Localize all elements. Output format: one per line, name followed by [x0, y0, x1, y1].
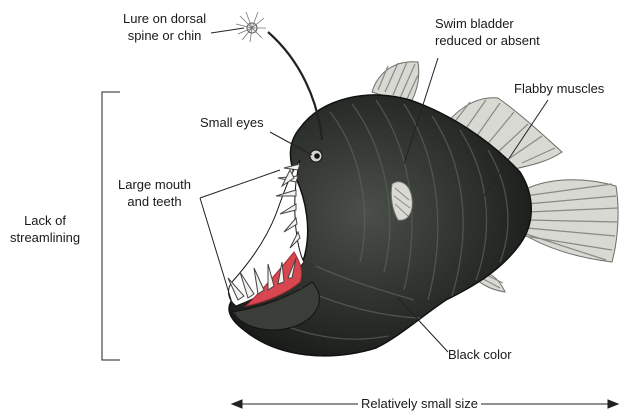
swim-bladder-label-line-1: Swim bladder [435, 15, 540, 32]
large-mouth-label: Large mouth and teeth [118, 176, 191, 210]
small-eyes-label: Small eyes [200, 114, 264, 131]
swim-bladder-label: Swim bladder reduced or absent [435, 15, 540, 49]
black-color-text: Black color [448, 346, 512, 363]
streamlining-label-line-2: streamlining [10, 229, 80, 246]
eye [310, 150, 322, 162]
streamlining-bracket [102, 92, 120, 360]
lack-of-streamlining-label: Lack of streamlining [10, 212, 80, 246]
streamlining-label-line-1: Lack of [10, 212, 80, 229]
large-mouth-label-line-2: and teeth [118, 193, 191, 210]
swim-bladder-label-line-2: reduced or absent [435, 32, 540, 49]
lure-label-line-2: spine or chin [123, 27, 206, 44]
black-color-label: Black color [448, 346, 512, 363]
small-eyes-text: Small eyes [200, 114, 264, 131]
lure-label-line-1: Lure on dorsal [123, 10, 206, 27]
lure-label: Lure on dorsal spine or chin [123, 10, 206, 44]
tail-fin [520, 180, 618, 262]
relative-size-label: Relatively small size [358, 396, 481, 412]
flabby-muscles-label: Flabby muscles [514, 80, 604, 97]
relative-size-text: Relatively small size [361, 396, 478, 411]
large-mouth-label-line-1: Large mouth [118, 176, 191, 193]
lure-bulb [236, 12, 266, 42]
flabby-muscles-text: Flabby muscles [514, 80, 604, 97]
